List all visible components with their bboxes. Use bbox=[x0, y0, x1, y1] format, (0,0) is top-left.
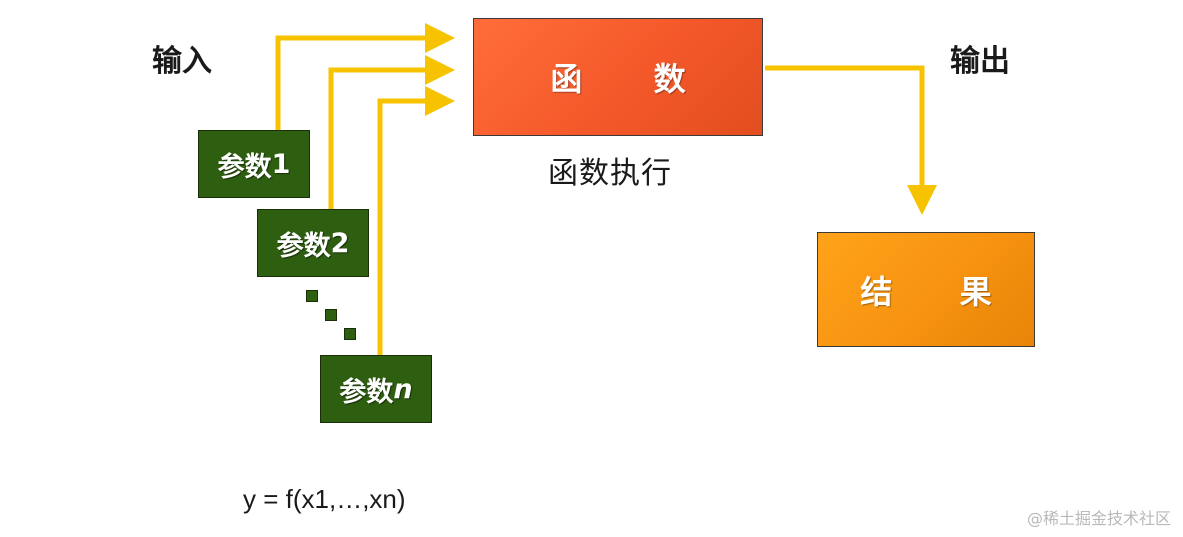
arrow-function-to-result bbox=[765, 65, 937, 215]
ellipsis-dot-2 bbox=[325, 309, 337, 321]
param-box-n-prefix: 参数 bbox=[339, 376, 394, 408]
arrow-paramn-to-function bbox=[377, 86, 455, 355]
function-box: 函 数 bbox=[473, 18, 763, 136]
param-box-n-index: n bbox=[393, 373, 413, 405]
ellipsis-dot-3 bbox=[344, 328, 356, 340]
result-box: 结 果 bbox=[817, 232, 1035, 347]
arrow-param2-to-function bbox=[328, 55, 455, 209]
watermark: @稀土掘金技术社区 bbox=[1026, 509, 1171, 528]
function-exec-label: 函数执行 bbox=[548, 156, 672, 191]
result-box-label: 结 果 bbox=[860, 272, 1020, 311]
input-label: 输入 bbox=[152, 44, 212, 79]
formula-label: y = f(x1,…,xn) bbox=[243, 484, 406, 514]
arrow-param1-to-function bbox=[275, 23, 455, 130]
param-box-1-index: 1 bbox=[271, 148, 291, 180]
param-box-1-prefix: 参数 bbox=[217, 151, 272, 183]
param-box-2-index: 2 bbox=[330, 227, 350, 259]
output-label: 输出 bbox=[950, 44, 1010, 79]
ellipsis-dot-1 bbox=[306, 290, 318, 302]
function-box-label: 函 数 bbox=[550, 60, 716, 98]
param-box-2-prefix: 参数 bbox=[276, 230, 331, 262]
